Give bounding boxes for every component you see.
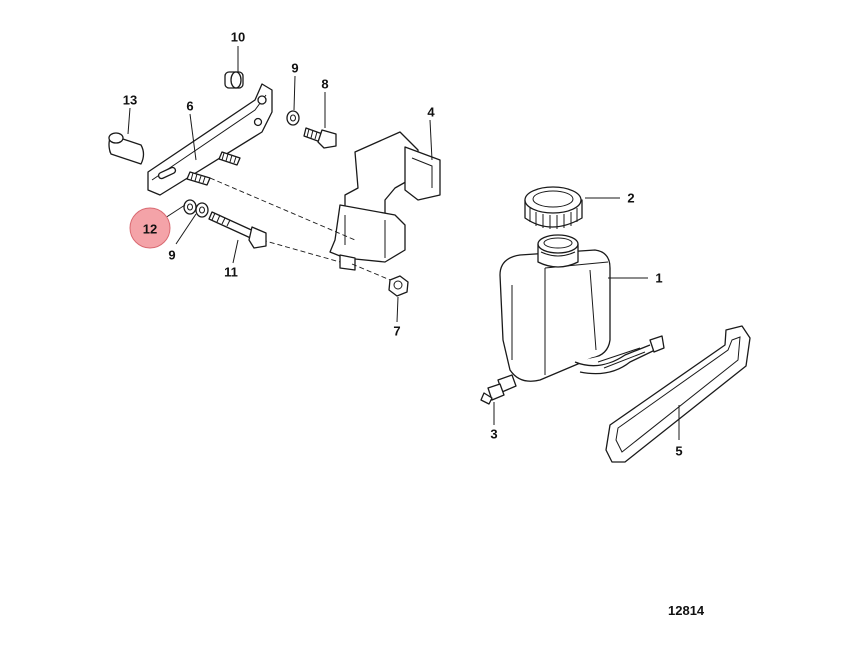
part-13-sleeve[interactable]: [108, 132, 145, 165]
part-12-washer[interactable]: [183, 199, 197, 215]
part-8-bolt[interactable]: [303, 127, 337, 149]
callout-7[interactable]: 7: [393, 324, 400, 339]
leader-lines: [127, 46, 680, 440]
callout-9-lower[interactable]: 9: [168, 248, 175, 263]
callout-4[interactable]: 4: [427, 105, 435, 120]
callout-12[interactable]: 12: [143, 222, 157, 237]
alignment-line-nut: [351, 263, 396, 283]
part-4-mounting-bracket[interactable]: [329, 131, 441, 271]
callout-13[interactable]: 13: [123, 93, 137, 108]
part-5-strap[interactable]: [605, 325, 751, 463]
bracket-studs: [186, 151, 241, 186]
callout-9-top[interactable]: 9: [291, 61, 298, 76]
callouts: 10 13 6 9 8 4 2 1 12 9 11 7 3 5: [123, 30, 683, 459]
callout-11[interactable]: 11: [224, 265, 238, 280]
part-6-bracket-plate[interactable]: [147, 83, 273, 196]
callout-10[interactable]: 10: [231, 30, 245, 45]
part-1-fluid-reservoir[interactable]: [499, 234, 665, 382]
alignment-line-upper: [209, 177, 356, 241]
part-3-fitting[interactable]: [480, 374, 517, 405]
alignment-line-lower: [261, 239, 341, 263]
callout-3[interactable]: 3: [490, 427, 497, 442]
drawing-number: 12814: [668, 603, 705, 618]
callout-5[interactable]: 5: [675, 444, 682, 459]
part-9-washer-lower[interactable]: [195, 202, 209, 218]
part-7-nut[interactable]: [388, 275, 409, 297]
callout-8[interactable]: 8: [321, 77, 328, 92]
callout-2[interactable]: 2: [627, 191, 634, 206]
part-11-long-bolt[interactable]: [208, 211, 267, 249]
callout-12-highlight: [129, 207, 171, 249]
callout-6[interactable]: 6: [186, 99, 193, 114]
callout-1[interactable]: 1: [655, 271, 662, 286]
part-9-washer-top[interactable]: [286, 110, 300, 126]
part-2-reservoir-cap[interactable]: [524, 186, 583, 229]
part-10-bushing[interactable]: [224, 71, 244, 89]
